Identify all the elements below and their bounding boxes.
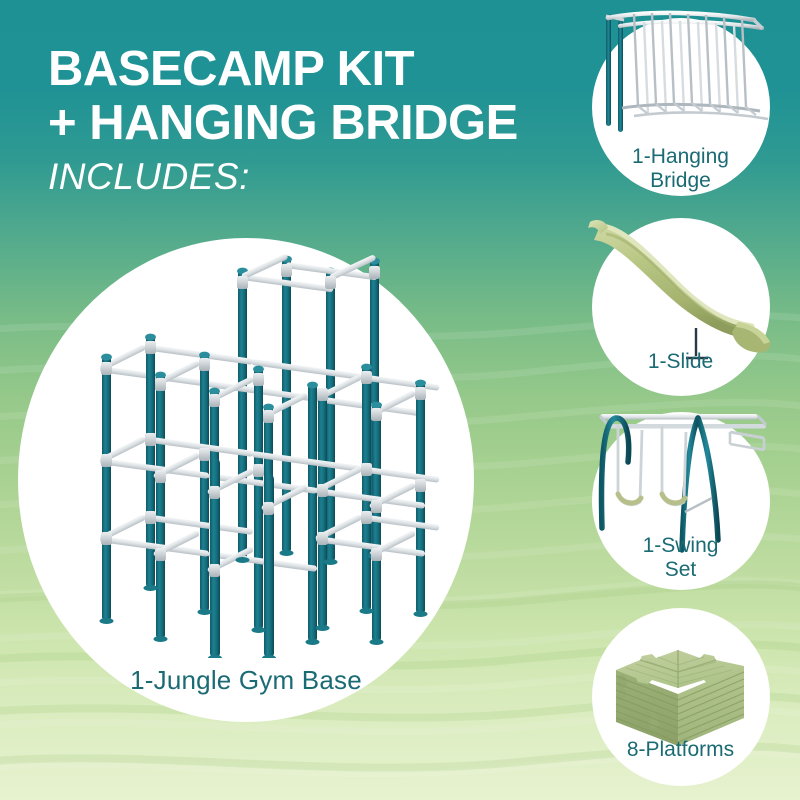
caption-line-2: Set: [664, 558, 697, 581]
main-product-caption: 1-Jungle Gym Base: [130, 665, 362, 695]
caption-line-2: Bridge: [650, 169, 711, 192]
title-block: BASECAMP KIT + HANGING BRIDGE INCLUDES:: [48, 42, 558, 200]
caption-line-1: 1-Swing: [642, 534, 719, 557]
platforms-icon: [615, 650, 745, 746]
product-caption: 1-Slide: [578, 350, 783, 374]
gym-feet: [99, 550, 428, 658]
caption-line-1: 1-Hanging: [632, 145, 729, 168]
caption-line-1: 8-Platforms: [626, 738, 735, 761]
page-title-line-1: BASECAMP KIT: [48, 42, 415, 96]
product-caption: 1-Swing Set: [578, 534, 783, 582]
hanging-bridge-icon: [605, 10, 769, 132]
gym-poles-front: [210, 458, 274, 658]
gym-poles-mid: [101, 333, 426, 656]
page-title-line-2: + HANGING BRIDGE: [48, 96, 518, 150]
gym-joints: [101, 264, 426, 577]
jungle-gym-icon: [99, 254, 440, 658]
gym-top-rails: [241, 254, 378, 293]
product-caption: 8-Platforms: [578, 738, 783, 762]
includes-label: INCLUDES:: [48, 156, 250, 197]
product-caption: 1-Hanging Bridge: [578, 145, 783, 193]
slide-icon: [588, 220, 771, 360]
swing-set-icon: [598, 414, 768, 553]
caption-line-1: 1-Slide: [647, 350, 714, 373]
